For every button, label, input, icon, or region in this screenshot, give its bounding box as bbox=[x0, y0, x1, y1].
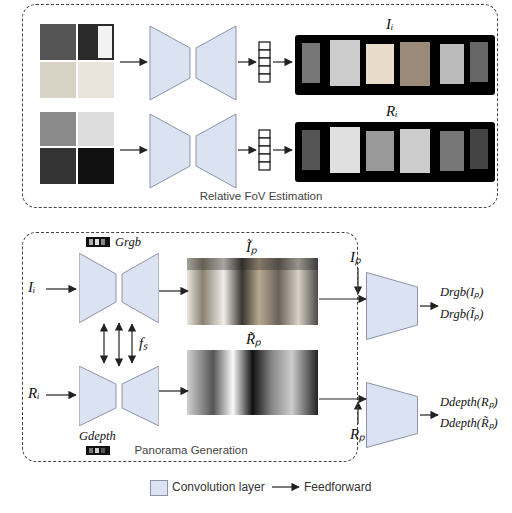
node-label: Ddepth(R̃ₚ) bbox=[440, 415, 498, 431]
thumbnail bbox=[78, 112, 114, 146]
conv-layer-shape bbox=[367, 383, 418, 448]
trapezoid-outline bbox=[366, 272, 418, 340]
node-label: Drgb(Iₚ) bbox=[440, 284, 483, 300]
thumbnail bbox=[40, 62, 76, 98]
thumbnail bbox=[40, 24, 76, 60]
conv-layer-shape bbox=[122, 366, 159, 426]
decoder bbox=[196, 114, 236, 188]
conv-layer-shape bbox=[122, 253, 159, 323]
node-label: Ddepth(Rₚ) bbox=[440, 394, 498, 410]
node-label: Gdepth bbox=[79, 428, 116, 444]
trapezoid-outline bbox=[366, 382, 418, 448]
hourglass-outline bbox=[79, 253, 159, 323]
conv-layer-shape bbox=[79, 253, 116, 323]
fov-image-panel: Iᵢ bbox=[296, 36, 496, 96]
group-box: Relative FoV Estimation IᵢRᵢ bbox=[22, 4, 498, 208]
thumbnail bbox=[98, 26, 112, 58]
thumbnail bbox=[78, 62, 114, 98]
connector-arrow bbox=[118, 323, 119, 366]
legend-text: Convolution layer bbox=[172, 479, 265, 495]
group-box: Panorama GenerationGrgbĨₚGdepthR̃ₚ bbox=[22, 232, 358, 462]
fov-image-panel: Rᵢ bbox=[296, 123, 496, 183]
panorama-panel: R̃ₚ bbox=[188, 351, 319, 416]
input-label: Rₚ bbox=[350, 426, 365, 442]
fov-image bbox=[295, 122, 495, 182]
conv-layer-shape bbox=[367, 273, 418, 340]
node-label: Iᵢ bbox=[386, 16, 393, 32]
generator-network: Grgb bbox=[79, 253, 159, 323]
feature-sharing-arrow bbox=[104, 324, 132, 363]
thumbnail bbox=[78, 148, 114, 184]
panorama-image bbox=[187, 258, 318, 325]
node-label: Grgb bbox=[115, 234, 141, 250]
thumbnail bbox=[40, 148, 76, 184]
legend-text: Feedforward bbox=[304, 479, 371, 495]
panorama-image bbox=[187, 258, 318, 270]
feature-vector bbox=[259, 42, 270, 170]
connector-arrow bbox=[159, 390, 188, 391]
discriminator-network: Ddepth(Rₚ)Ddepth(R̃ₚ) bbox=[366, 382, 418, 448]
node-label: Drgb(Ĩₚ) bbox=[440, 306, 483, 322]
input-label: Rᵢ bbox=[28, 385, 40, 401]
decoder bbox=[196, 26, 236, 100]
thumbnail bbox=[40, 112, 76, 146]
group-caption: Panorama Generation bbox=[23, 443, 359, 457]
encoder bbox=[150, 114, 190, 188]
fov-patch bbox=[302, 127, 488, 173]
panorama-panel: Ĩₚ bbox=[188, 259, 319, 326]
panorama-image bbox=[187, 350, 318, 415]
thumbnail bbox=[78, 24, 114, 60]
edge-label: fₛ bbox=[139, 335, 148, 351]
node-label: R̃ₚ bbox=[246, 331, 261, 347]
connector-arrow bbox=[319, 398, 366, 399]
legend-swatch bbox=[150, 480, 168, 496]
discriminator-network: Drgb(Iₚ)Drgb(Ĩₚ) bbox=[366, 272, 418, 340]
hourglass-outline bbox=[79, 366, 159, 426]
connector-arrow bbox=[319, 298, 366, 299]
generator-network: Gdepth bbox=[79, 366, 159, 426]
connector-arrow bbox=[159, 290, 188, 291]
input-label: Iₚ bbox=[350, 249, 361, 265]
group-caption: Relative FoV Estimation bbox=[23, 189, 499, 203]
encoder bbox=[150, 26, 190, 100]
node-label: Rᵢ bbox=[386, 103, 398, 119]
fov-image bbox=[295, 35, 495, 95]
fov-patch bbox=[302, 40, 488, 86]
conv-layer-shape bbox=[79, 366, 116, 426]
input-label: Iᵢ bbox=[28, 279, 35, 295]
node-label: Ĩₚ bbox=[246, 239, 257, 255]
